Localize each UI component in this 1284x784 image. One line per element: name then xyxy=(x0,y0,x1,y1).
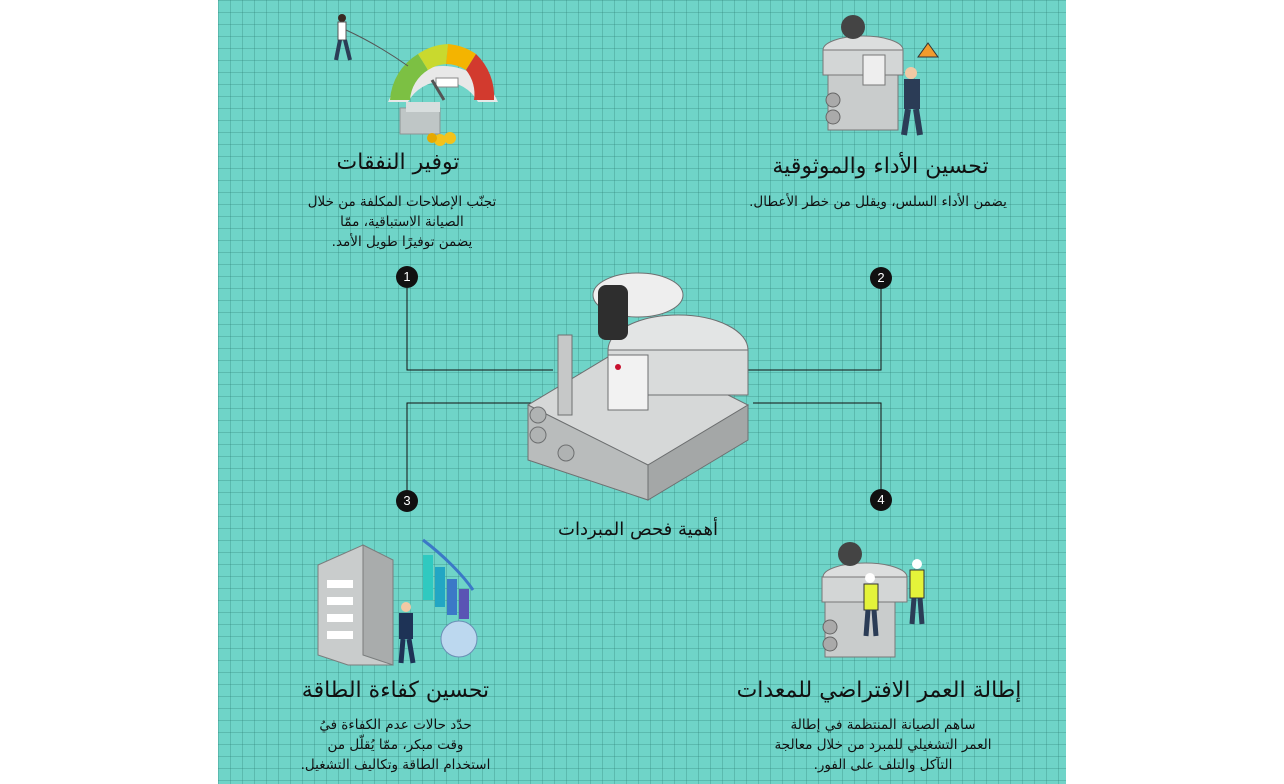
infographic-panel: توفير النفقات تجنّب الإصلاحات المكلفة من… xyxy=(218,0,1066,784)
item-4-description: ساهم الصيانة المنتظمة في إطالة العمر الت… xyxy=(733,715,1033,775)
connector-3 xyxy=(406,402,538,490)
item-2-description: يضمن الأداء السلس، ويقلل من خطر الأعطال. xyxy=(728,192,1028,212)
connector-4 xyxy=(753,402,882,490)
item-4-line: ساهم الصيانة المنتظمة في إطالة xyxy=(790,717,976,733)
item-3-line: حدّد حالات عدم الكفاءة فيُ xyxy=(319,717,472,733)
chiller-technician-icon xyxy=(822,15,939,136)
badge-3: 3 xyxy=(396,490,418,512)
connector-2 xyxy=(738,288,882,371)
cost-gauge-icon xyxy=(334,14,498,146)
maintenance-workers-icon xyxy=(821,542,925,658)
item-4-line: التآكل والتلف على الفور. xyxy=(813,757,953,773)
item-2-title: تحسين الأداء والموثوقية xyxy=(772,154,989,179)
item-1-line: تجنّب الإصلاحات المكلفة من خلال xyxy=(307,194,497,210)
item-4-title: إطالة العمر الافتراضي للمعدات xyxy=(736,678,1022,703)
badge-4: 4 xyxy=(870,489,892,511)
item-3-line: استخدام الطاقة وتكاليف التشغيل. xyxy=(300,757,491,773)
item-2-line: يضمن الأداء السلس، ويقلل من خطر الأعطال. xyxy=(749,194,1007,210)
item-1-line: يضمن توفيرًا طويل الأمد. xyxy=(331,234,473,250)
item-1-title: توفير النفقات xyxy=(336,150,460,175)
item-4-line: العمر التشغيلي للمبرد من خلال معالجة xyxy=(774,737,992,753)
connector-1 xyxy=(406,288,553,371)
item-1-line: الصيانة الاستباقية، ممّا xyxy=(340,214,464,230)
building-energy-icon xyxy=(317,538,478,666)
center-label: أهمية فحص المبردات xyxy=(558,519,718,540)
badge-1: 1 xyxy=(396,266,418,288)
item-3-title: تحسين كفاءة الطاقة xyxy=(301,678,490,703)
central-chiller-icon xyxy=(526,272,750,501)
item-3-description: حدّد حالات عدم الكفاءة فيُ وقت مبكر، ممّ… xyxy=(273,715,518,775)
connector-lines xyxy=(406,288,882,490)
badge-2: 2 xyxy=(870,267,892,289)
item-3-line: وقت مبكر، ممّا يُقلّل من xyxy=(327,737,464,753)
item-1-description: تجنّب الإصلاحات المكلفة من خلال الصيانة … xyxy=(286,192,518,252)
